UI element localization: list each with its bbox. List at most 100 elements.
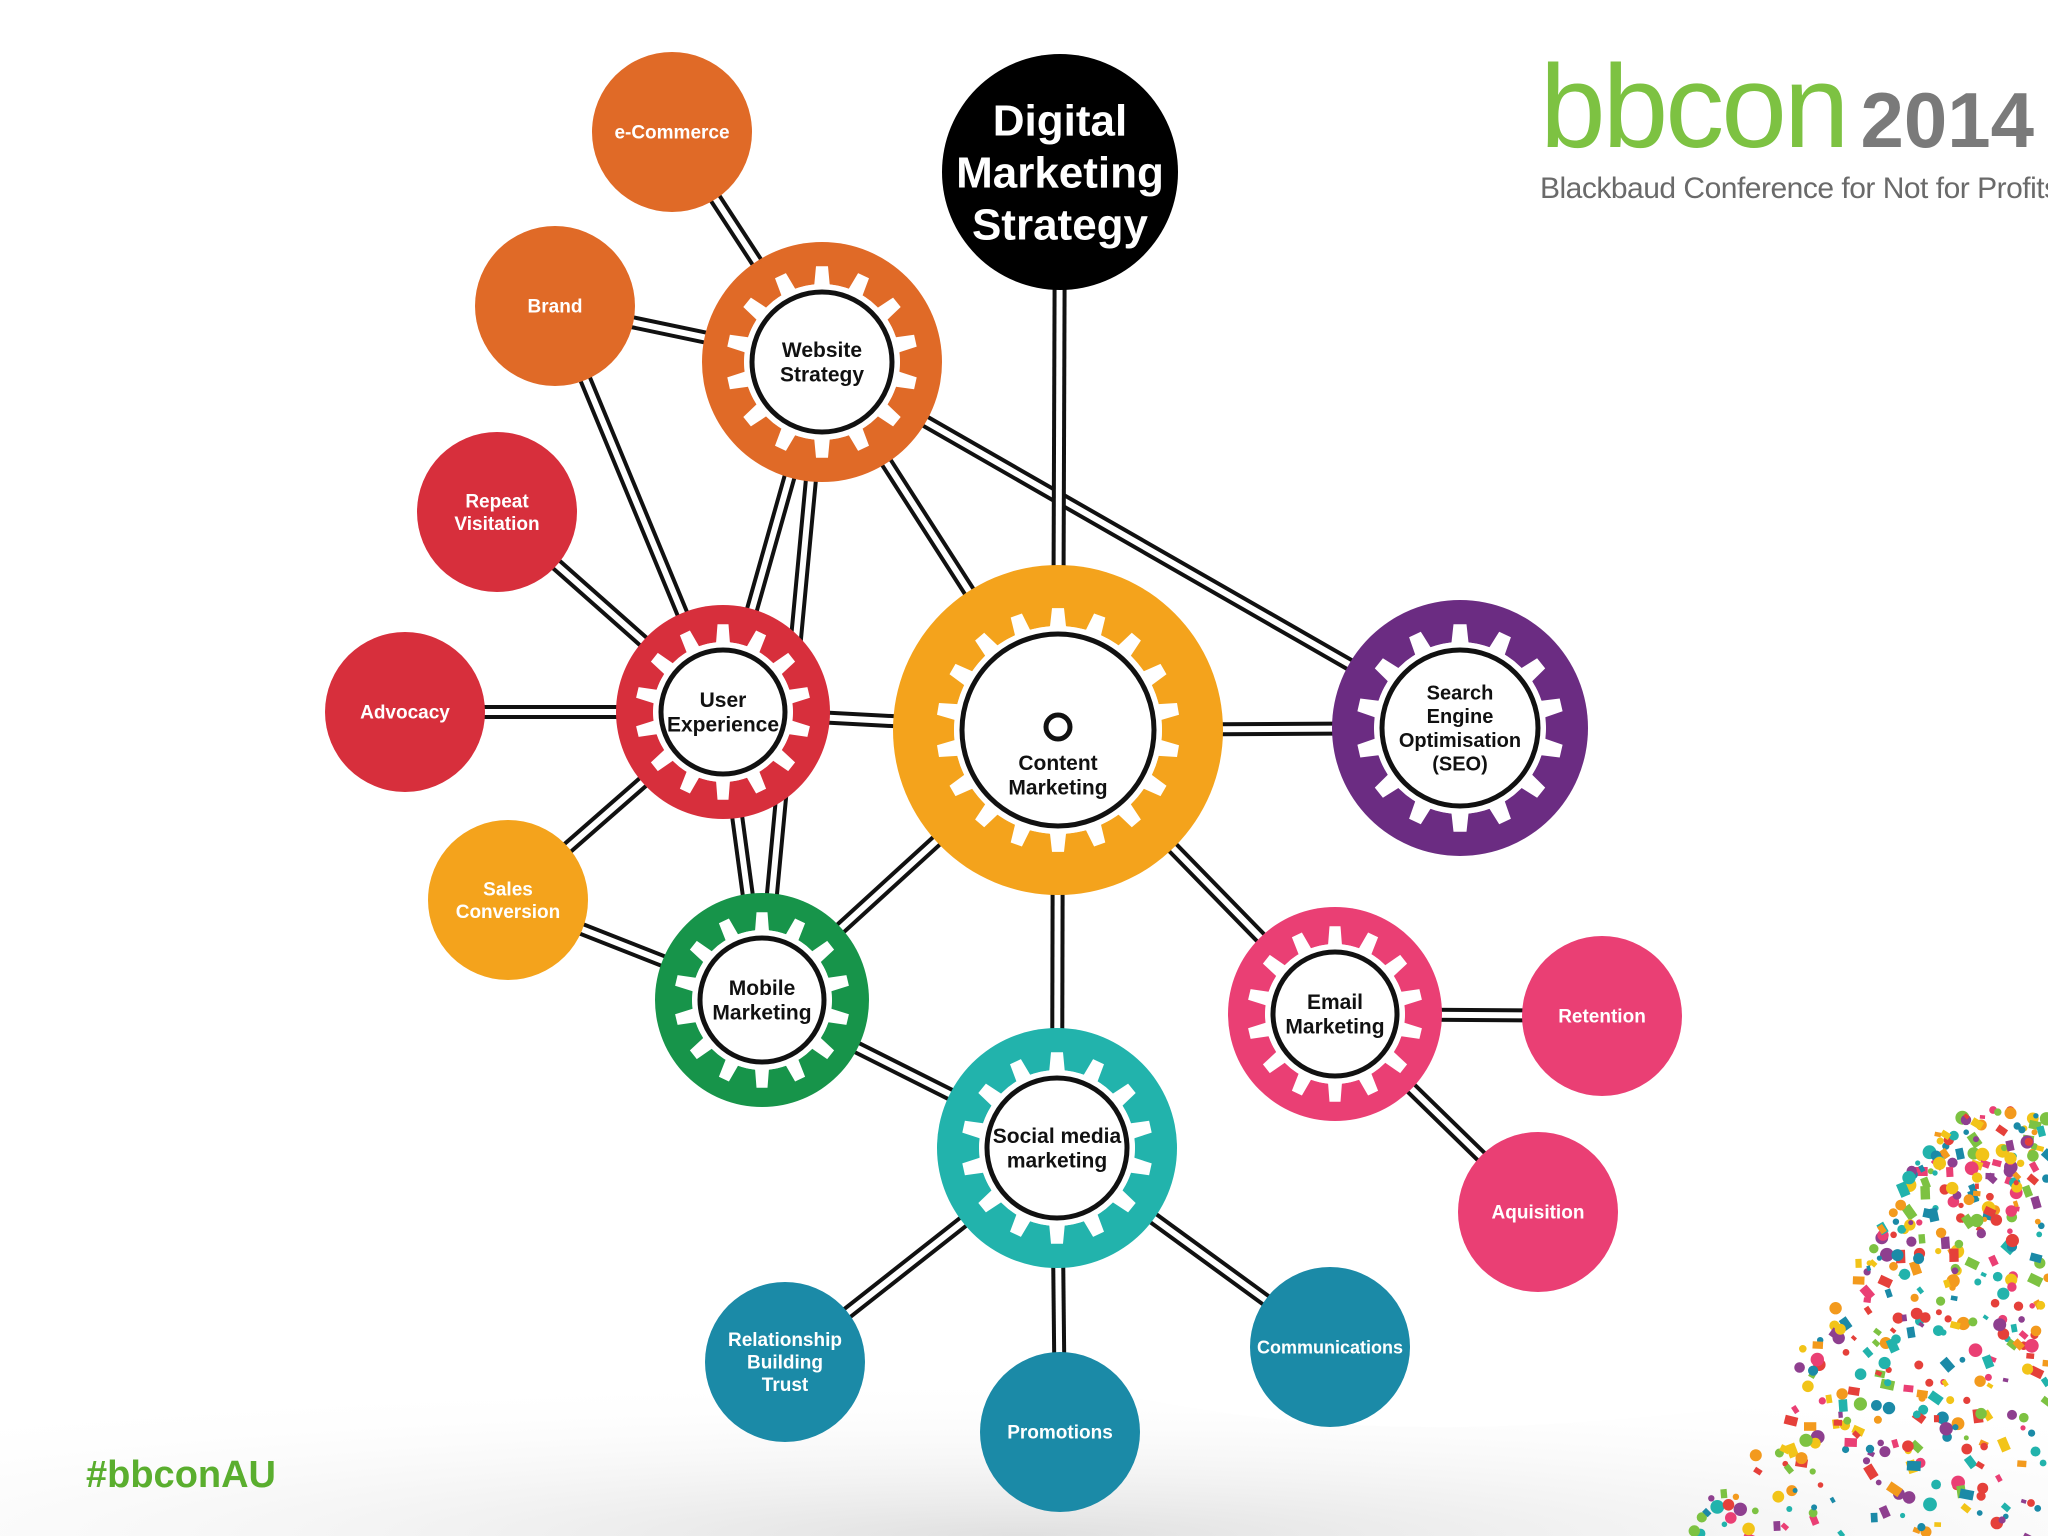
confetti-dot: [1895, 1199, 1907, 1211]
node-sales-circle: [428, 820, 588, 980]
node-brand: Brand: [475, 226, 635, 386]
confetti-dot: [1842, 1349, 1850, 1356]
confetti-shape: [1916, 1286, 1925, 1295]
confetti-shape: [1783, 1414, 1799, 1427]
confetti-shape: [1995, 1473, 2003, 1483]
confetti-shape: [1873, 1327, 1882, 1337]
confetti-dot: [1808, 1508, 1818, 1518]
node-retention-label: Retention: [1558, 1007, 1646, 1028]
confetti-shape: [1918, 1234, 1926, 1244]
confetti-dot: [1873, 1415, 1882, 1424]
confetti-dot: [2036, 1300, 2046, 1310]
confetti-dot: [2030, 1446, 2041, 1457]
confetti-shape: [2002, 1377, 2009, 1383]
confetti-dot: [1808, 1365, 1819, 1376]
confetti-dot: [1862, 1457, 1871, 1465]
hub-website-center: [749, 289, 895, 435]
node-communications-circle: [1250, 1267, 1410, 1427]
confetti-dot: [1786, 1506, 1793, 1512]
confetti-shape: [1970, 1117, 1985, 1131]
confetti-shape: [2026, 1352, 2035, 1360]
confetti-dot: [1866, 1260, 1873, 1266]
confetti-shape: [2036, 1145, 2045, 1152]
confetti-dot: [1871, 1400, 1882, 1411]
confetti-dot: [1900, 1512, 1906, 1519]
hub-mobile-center: [697, 935, 827, 1065]
confetti-shape: [1838, 1399, 1848, 1412]
confetti-shape: [2017, 1460, 2027, 1468]
confetti-dot: [1913, 1253, 1925, 1264]
confetti-dot: [1910, 1307, 1923, 1320]
confetti-dot: [2005, 1233, 2019, 1248]
pivot-icon: [1043, 712, 1073, 742]
confetti-dot: [1998, 1516, 2006, 1524]
confetti-shape: [1863, 1297, 1872, 1304]
confetti-dot: [1975, 1407, 1987, 1420]
confetti-shape: [2000, 1502, 2012, 1513]
confetti-dot: [1915, 1160, 1921, 1166]
hub-email-center: [1270, 949, 1400, 1079]
hub-mobile-label: Marketing: [712, 1002, 811, 1025]
confetti-dot: [2020, 1425, 2026, 1431]
confetti-shape: [1850, 1335, 1857, 1342]
confetti-dot: [1890, 1231, 1897, 1239]
confetti-dot: [1952, 1424, 1959, 1431]
confetti-dot: [1829, 1302, 1842, 1315]
confetti-dot: [1992, 1271, 2003, 1282]
confetti-dot: [2030, 1325, 2042, 1337]
confetti-shape: [1909, 1439, 1924, 1454]
confetti-shape: [1866, 1265, 1872, 1272]
confetti-dot: [1836, 1388, 1848, 1400]
confetti-shape: [1958, 1488, 1975, 1501]
confetti-shape: [1988, 1254, 1999, 1267]
confetti-shape: [1783, 1463, 1795, 1475]
confetti-shape: [2006, 1338, 2019, 1351]
confetti-dot: [1902, 1491, 1916, 1504]
confetti-shape: [1870, 1512, 1878, 1523]
confetti-dot: [1884, 1379, 1892, 1387]
confetti-shape: [2026, 1173, 2040, 1186]
confetti-shape: [1878, 1505, 1891, 1519]
confetti-shape: [1975, 1460, 1985, 1470]
confetti-dot: [1936, 1137, 1944, 1145]
confetti-shape: [1895, 1181, 1911, 1198]
confetti-shape: [1851, 1424, 1866, 1437]
confetti-shape: [1960, 1503, 1972, 1514]
confetti-dot: [1908, 1220, 1914, 1226]
confetti-dot: [1732, 1493, 1740, 1501]
confetti-dot: [1879, 1446, 1891, 1458]
confetti-dot: [2019, 1412, 2029, 1423]
hub-email-label: Email: [1307, 991, 1363, 1014]
node-relationship-label: Relationship: [728, 1330, 842, 1351]
node-promotions: Promotions: [980, 1352, 1140, 1512]
logo-year: 2014: [1860, 76, 2035, 164]
confetti-dot: [1875, 1479, 1882, 1486]
confetti-dot: [1935, 1227, 1947, 1239]
confetti-dot: [2027, 1150, 2039, 1162]
confetti-shape: [1829, 1496, 1836, 1504]
confetti-dot: [1916, 1219, 1923, 1226]
confetti-shape: [1702, 1507, 1712, 1518]
confetti-dot: [1772, 1490, 1785, 1503]
node-relationship-circle: [705, 1282, 865, 1442]
hub-social-label: Social media: [993, 1125, 1122, 1148]
confetti-dot: [1936, 1411, 1949, 1425]
confetti-shape: [2042, 1359, 2048, 1367]
confetti-dot: [1918, 1404, 1929, 1415]
confetti-shape: [2012, 1338, 2025, 1351]
confetti-shape: [2036, 1125, 2047, 1138]
confetti-shape: [1922, 1208, 1937, 1220]
confetti-shape: [1720, 1488, 1728, 1499]
confetti-dot: [2003, 1165, 2016, 1178]
confetti-dot: [1970, 1213, 1984, 1228]
confetti-shape: [1859, 1284, 1876, 1301]
confetti-shape: [1986, 1382, 1994, 1389]
confetti-shape: [1918, 1164, 1926, 1173]
confetti-dot: [1935, 1248, 1942, 1255]
confetti-dot: [1963, 1194, 1975, 1206]
confetti-shape: [1862, 1346, 1874, 1359]
confetti-shape: [1916, 1389, 1929, 1399]
